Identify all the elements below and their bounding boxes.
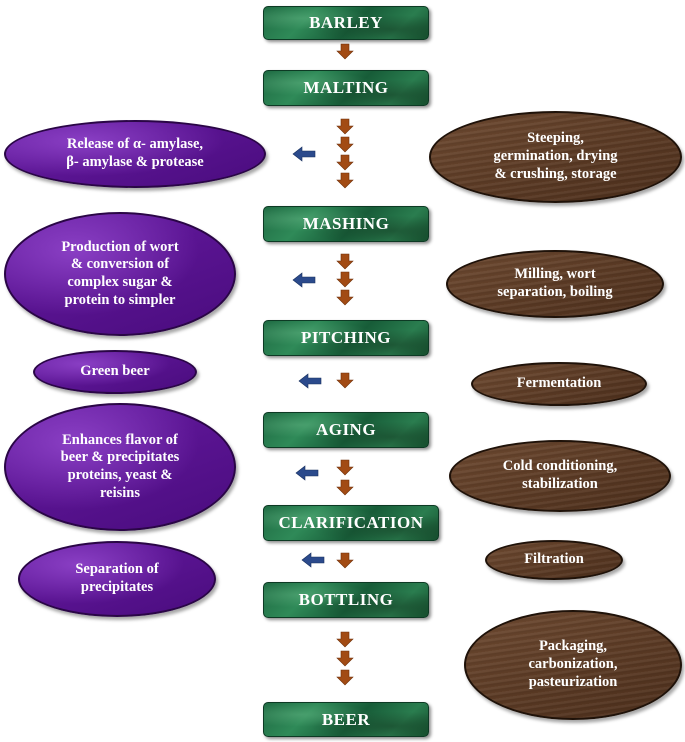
step-clarification: CLARIFICATION [263,505,439,541]
outcome-clarification: Separation of precipitates [18,541,216,617]
step-mashing: MASHING [263,206,429,242]
down-arrow-malting-3 [336,154,354,171]
down-arrow-clarification-1 [336,552,354,569]
left-arrow-clarification [301,552,325,568]
down-arrow-bottling-1 [336,631,354,648]
outcome-pitching: Green beer [33,350,197,394]
down-arrow-pitching-1 [336,372,354,389]
down-arrow-barley-malting [336,43,354,60]
down-arrow-aging-2 [336,479,354,496]
down-arrow-malting-1 [336,118,354,135]
step-bottling: BOTTLING [263,582,429,618]
left-arrow-malting [292,146,316,162]
step-malting: MALTING [263,70,429,106]
down-arrow-mashing-1 [336,253,354,270]
outcome-malting: Release of α- amylase, β- amylase & prot… [4,120,266,188]
operation-aging: Cold conditioning, stabilization [449,440,671,512]
step-pitching: PITCHING [263,320,429,356]
operation-malting: Steeping, germination, drying & crushing… [429,111,682,203]
outcome-aging: Enhances flavor of beer & precipitates p… [4,403,236,531]
operation-pitching: Fermentation [471,362,647,406]
down-arrow-bottling-2 [336,650,354,667]
operation-bottling: Packaging, carbonization, pasteurization [464,610,682,720]
left-arrow-mashing [292,272,316,288]
down-arrow-malting-4 [336,172,354,189]
down-arrow-aging-1 [336,459,354,476]
left-arrow-pitching [298,373,322,389]
down-arrow-bottling-3 [336,669,354,686]
down-arrow-malting-2 [336,136,354,153]
operation-clarification: Filtration [485,540,623,580]
step-beer: BEER [263,702,429,737]
outcome-mashing: Production of wort & conversion of compl… [4,212,236,336]
down-arrow-mashing-3 [336,289,354,306]
down-arrow-mashing-2 [336,271,354,288]
operation-mashing: Milling, wort separation, boiling [446,250,664,318]
step-aging: AGING [263,412,429,448]
left-arrow-aging [295,465,319,481]
step-barley: BARLEY [263,6,429,40]
